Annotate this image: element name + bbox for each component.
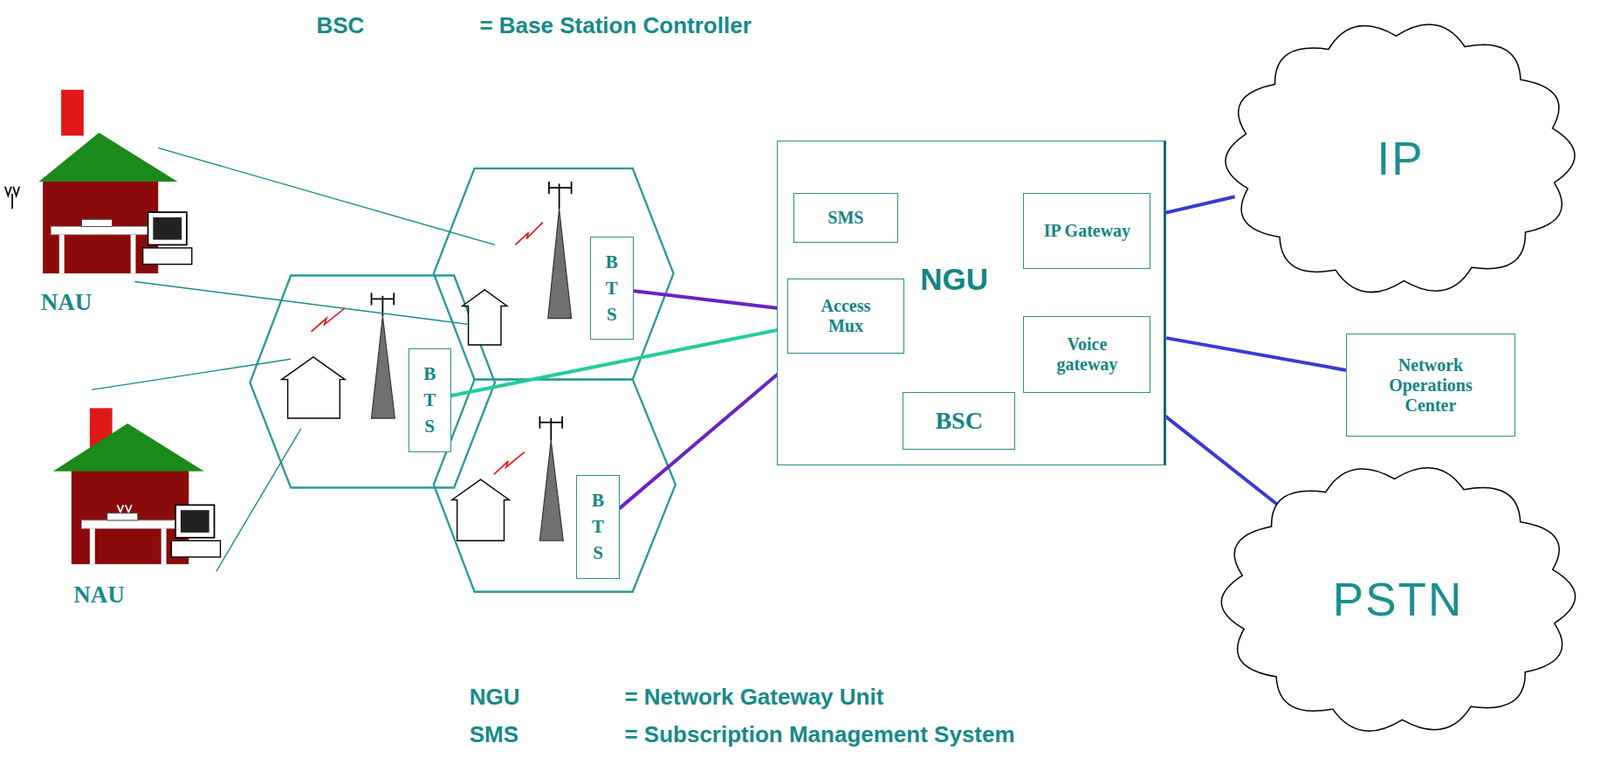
component-box: Access Mux (787, 278, 904, 355)
antenna-tower (539, 416, 564, 542)
subscriber-house (5, 89, 193, 274)
unit-title: NGU (920, 261, 989, 297)
bts-box: BTS (576, 474, 619, 579)
antenna-tower (548, 181, 572, 319)
link-line (619, 353, 802, 509)
node-label: IP (1376, 131, 1424, 186)
abbreviation-key: SMS (469, 721, 519, 749)
leader-line (134, 281, 469, 324)
bts-box: BTS (590, 236, 634, 340)
cell-hexagon (433, 379, 676, 592)
component-box: IP Gateway (1023, 192, 1151, 270)
hut (281, 357, 345, 419)
hut (462, 289, 508, 345)
leader-line (216, 428, 302, 572)
radio-signal (311, 308, 346, 332)
node-label: Network Operations Center (1370, 355, 1491, 416)
node-label: SMS (827, 207, 864, 228)
abbreviation-key: NGU (469, 683, 521, 711)
device-label: NAU (73, 581, 125, 609)
radio-signal (515, 222, 543, 246)
antenna-tower (371, 292, 396, 419)
gateway-unit: NGU SMS IP GatewayAccess MuxVoice gatewayB… (776, 140, 1168, 466)
abbreviation-key: = Base Station Controller (479, 12, 751, 40)
hut (452, 479, 509, 541)
abbreviation-key: = Subscription Management System (624, 721, 1015, 749)
link-line (1166, 337, 1346, 371)
node-label: BSC (934, 406, 982, 435)
leader-line (91, 358, 291, 390)
subscriber-house (53, 407, 221, 564)
abbreviation-key: BSC (315, 12, 364, 40)
node-label: Voice gateway (1042, 334, 1134, 375)
device-label: NAU (41, 288, 93, 316)
network-cloud: IP (1203, 5, 1597, 312)
leader-line (157, 147, 495, 245)
link-line (633, 290, 788, 310)
node-label: BTS (589, 487, 608, 567)
radio-signal (494, 452, 525, 475)
abbreviation-key: = Network Gateway Unit (624, 683, 884, 711)
node-label: BTS (602, 248, 621, 329)
component-box: SMS (793, 192, 898, 243)
network-cloud: PSTN (1199, 448, 1598, 750)
component-box: BSC (902, 391, 1016, 451)
component-box: Voice gateway (1023, 315, 1151, 393)
node-label: IP Gateway (1043, 220, 1131, 241)
component-box: Network Operations Center (1345, 333, 1516, 437)
node-label: BTS (420, 360, 440, 440)
bts-box: BTS (408, 348, 452, 453)
node-label: PSTN (1332, 572, 1463, 626)
node-label: Access Mux (804, 295, 888, 337)
cell-hexagon (433, 168, 674, 380)
cell-hexagon (249, 274, 495, 488)
